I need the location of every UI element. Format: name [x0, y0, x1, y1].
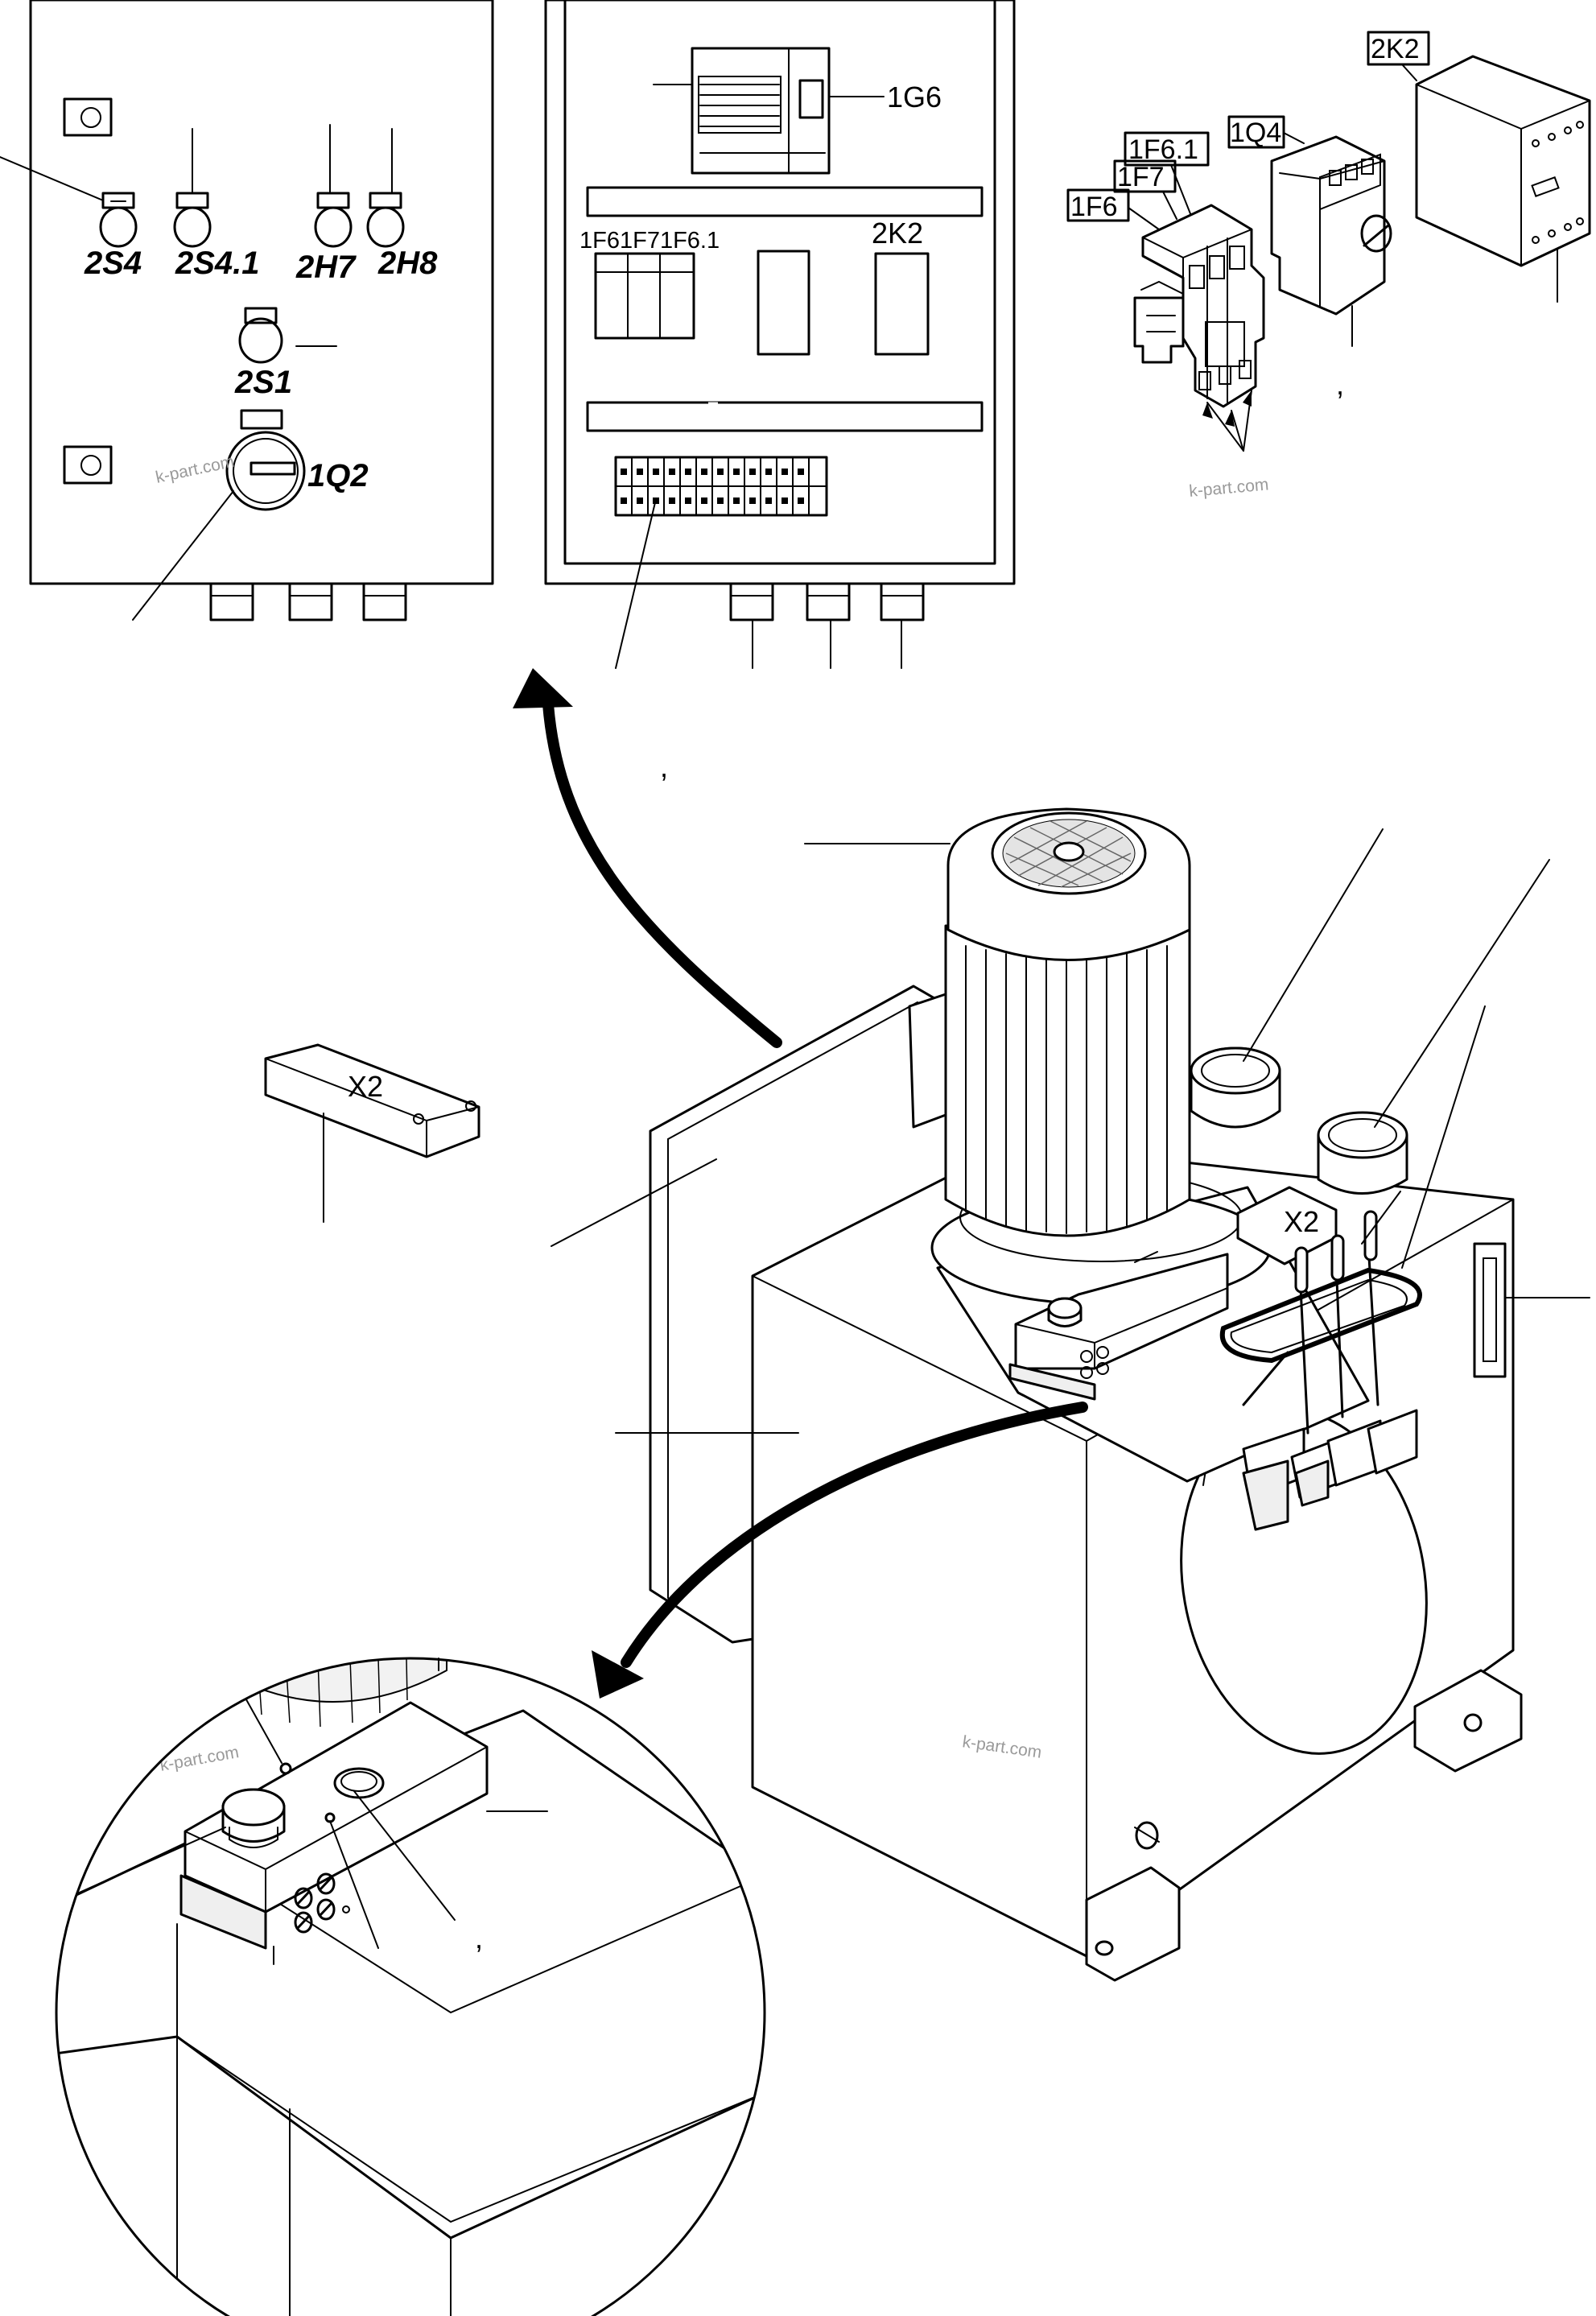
- oil-level-sight-glass: [1473, 1242, 1590, 1378]
- hydraulic-power-unit: k-part.com: [551, 807, 1590, 1982]
- mark-comma-1q4: ,: [1336, 368, 1344, 401]
- din-rail-top: [586, 186, 984, 217]
- power-supply-1g6: [653, 47, 885, 175]
- breakers-exploded: 1F6.1 1F7 1F6 k-part.com: [1066, 131, 1269, 501]
- component-slot: [757, 250, 810, 356]
- terminal-strip: [614, 456, 828, 517]
- lamp-2h8: [366, 192, 405, 248]
- leader-2s4: [0, 156, 104, 201]
- mark-comma-detail: ,: [475, 1922, 483, 1955]
- leader-terminal-strip: [615, 498, 657, 669]
- panel-latch-top: [63, 97, 113, 137]
- filler-cap-1: [1190, 1047, 1281, 1129]
- watermark-detail: k-part.com: [159, 1743, 241, 1775]
- fuse-block-1f6-1f7-1f6-1: [594, 252, 695, 340]
- contactor-2k2: 2K2: [1367, 31, 1591, 303]
- junction-box-x2-loose: X2: [264, 1043, 480, 1223]
- control-levers: [1242, 1210, 1379, 1435]
- arrow-to-detail: [621, 1402, 1088, 1668]
- detail-view-zoom: k-part.com ,: [55, 1657, 766, 2316]
- tag-box-1f6-1: [1124, 131, 1210, 167]
- label-1g6: 1G6: [887, 81, 942, 114]
- valve-block: X2: [1219, 1005, 1486, 1531]
- cable-glands-left: [209, 582, 407, 621]
- filler-cap-2: [1317, 1111, 1408, 1195]
- pushbutton-2s4: [99, 192, 138, 248]
- arrow-head-detail: [592, 1650, 644, 1699]
- label-1f6-1: 1F6.1: [1128, 134, 1198, 165]
- main-switch-1q2: [225, 409, 306, 511]
- label-2k2-panel: 2K2: [872, 217, 923, 250]
- arrow-head-cabinet: [513, 668, 573, 708]
- label-x2-box: X2: [348, 1070, 383, 1103]
- label-fuses-row: 1F61F71F6.1: [579, 228, 720, 254]
- pushbutton-2s1: [238, 307, 283, 364]
- label-1f6: 1F6: [1070, 192, 1118, 222]
- din-rail-bottom: [586, 401, 984, 432]
- lamp-2h7: [314, 192, 353, 248]
- junction-box-on-unit: [1008, 1251, 1229, 1401]
- watermark-breakers: k-part.com: [1188, 475, 1269, 501]
- control-cabinet-interior: 1G6 1F61F71F6.1 2K2: [544, 0, 1016, 669]
- label-2h8: 2H8: [377, 246, 438, 281]
- arrow-to-cabinet: [542, 687, 782, 1048]
- contactor-2k2-panel: [874, 252, 930, 356]
- label-2s4-1: 2S4.1: [175, 246, 260, 281]
- label-1q4: 1Q4: [1230, 118, 1281, 148]
- label-2h7: 2H7: [295, 250, 357, 285]
- leader-1q2: [132, 490, 234, 621]
- watermark-panel: k-part.com: [154, 452, 236, 487]
- label-2s1: 2S1: [234, 365, 292, 400]
- label-1q2: 1Q2: [307, 458, 369, 493]
- control-panel-front: 2S4 2S4.1 2H7 2H8 2S1 1Q2 k-part.com: [0, 0, 494, 621]
- tag-box-1f6: [1066, 188, 1130, 222]
- pushbutton-2s4-1: [173, 192, 212, 248]
- label-2s4: 2S4: [84, 246, 142, 281]
- motor-protection-switch-1q4: 1Q4 ,: [1227, 115, 1392, 401]
- mark-comma-arrow: ,: [660, 750, 668, 783]
- cable-glands-right: [729, 582, 925, 669]
- label-1f7: 1F7: [1117, 162, 1165, 192]
- label-2k2-part: 2K2: [1371, 34, 1420, 64]
- label-x2-tank: X2: [1284, 1205, 1319, 1238]
- panel-latch-bottom: [63, 445, 113, 485]
